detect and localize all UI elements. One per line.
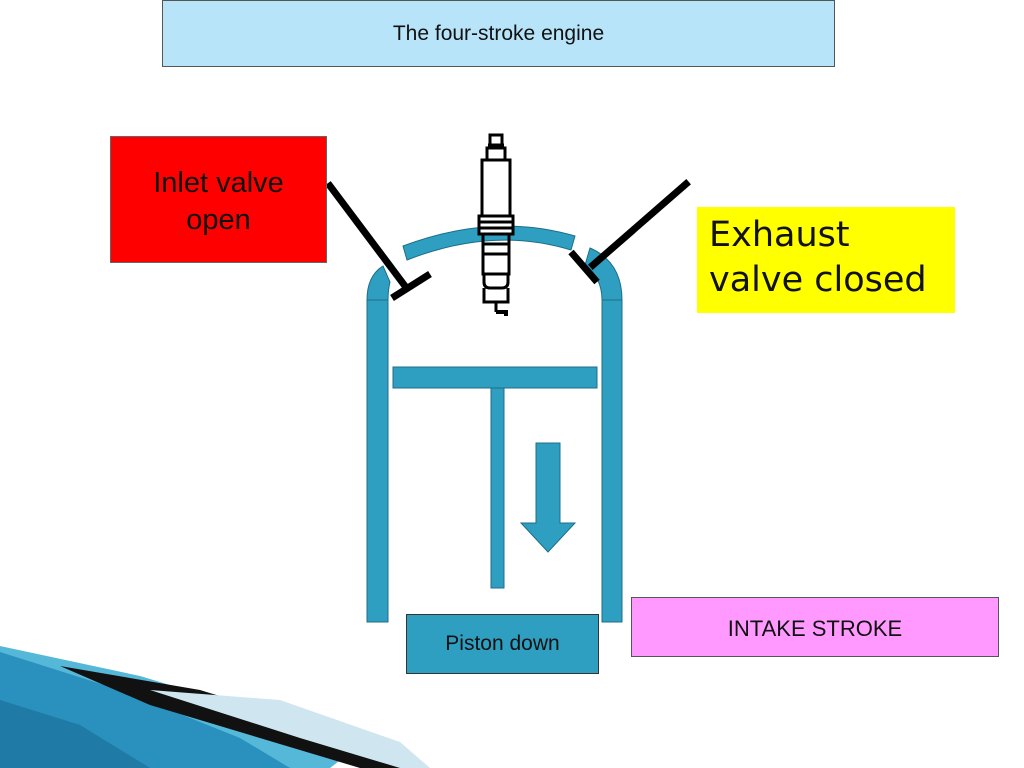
exhaust-label-line1: Exhaust <box>709 215 850 255</box>
down-arrow-icon <box>519 442 577 553</box>
cylinder-wall-left <box>366 299 389 623</box>
inlet-label-line2: open <box>186 204 251 236</box>
exhaust-label-line2: valve closed <box>709 260 927 300</box>
stroke-label: INTAKE STROKE <box>631 597 999 657</box>
cylinder-head <box>402 225 576 261</box>
inlet-valve <box>325 181 432 301</box>
cylinder-head-left <box>366 265 391 301</box>
exhaust-valve-label: Exhaust valve closed <box>697 207 955 313</box>
inlet-valve-label: Inlet valve open <box>110 136 327 263</box>
decorative-swoosh <box>0 646 430 768</box>
piston-crown <box>392 366 598 389</box>
piston-label: Piston down <box>406 614 599 674</box>
exhaust-valve <box>568 179 691 285</box>
slide-title: The four-stroke engine <box>162 0 835 67</box>
inlet-label-line1: Inlet valve <box>153 167 284 199</box>
piston-rod <box>490 387 505 589</box>
cylinder-wall-right <box>601 299 623 623</box>
spark-plug-icon <box>477 133 515 316</box>
